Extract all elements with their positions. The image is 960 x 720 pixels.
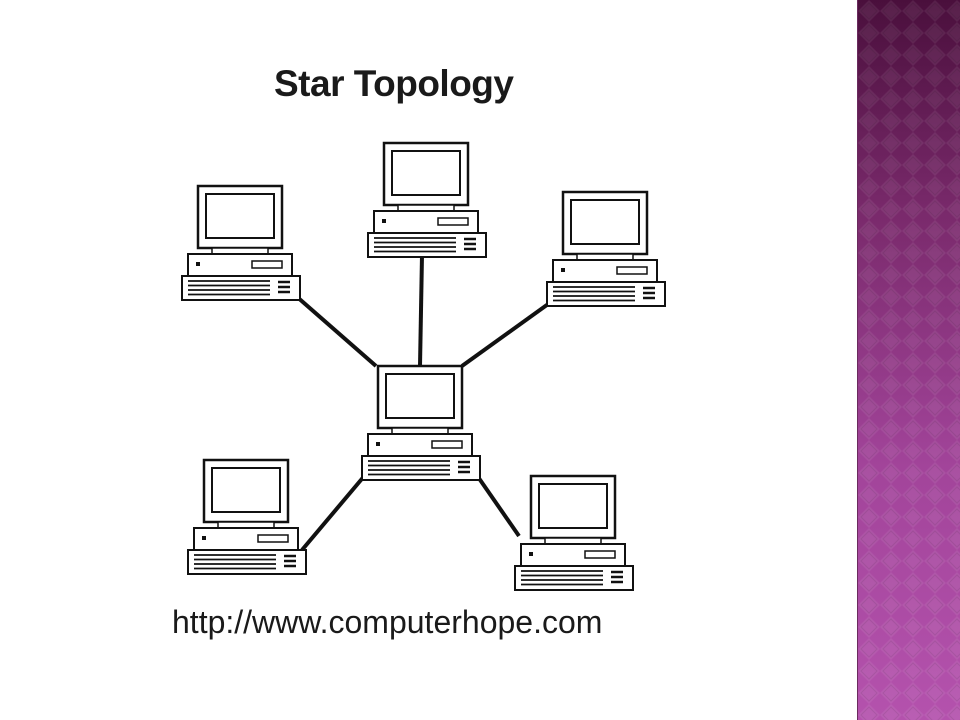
power-light <box>382 219 386 223</box>
drive-bay <box>257 534 289 543</box>
decorative-side-panel <box>857 0 960 720</box>
computer-bottom-right <box>514 474 634 591</box>
link-computer-bottom-right <box>474 472 521 538</box>
computer-top-right <box>546 190 666 307</box>
drive-bay <box>616 266 648 275</box>
monitor-screen <box>570 199 640 245</box>
keyboard <box>181 275 301 301</box>
hub-computer <box>361 364 481 481</box>
computer-top-center <box>367 141 487 258</box>
monitor-screen <box>211 467 281 513</box>
monitor-screen <box>205 193 275 239</box>
link-computer-bottom-left <box>300 472 368 552</box>
diamond-pattern <box>858 0 960 720</box>
power-light <box>561 268 565 272</box>
monitor-screen <box>385 373 455 419</box>
drive-bay <box>584 550 616 559</box>
source-url-caption: http://www.computerhope.com <box>172 604 603 640</box>
power-light <box>196 262 200 266</box>
drive-bay <box>431 440 463 449</box>
power-light <box>529 552 533 556</box>
computer-top-left <box>181 184 301 301</box>
computer-bottom-left <box>187 458 307 575</box>
drive-bay <box>251 260 283 269</box>
monitor-screen <box>391 150 461 196</box>
link-computer-top-right <box>460 300 553 368</box>
link-computer-top-left <box>294 294 378 368</box>
power-light <box>202 536 206 540</box>
computer-nodes <box>181 141 666 591</box>
drive-bay <box>437 217 469 226</box>
connection-lines <box>294 254 553 552</box>
link-computer-top-center <box>418 254 424 367</box>
monitor-screen <box>538 483 608 529</box>
slide-title: Star Topology <box>274 63 514 104</box>
power-light <box>376 442 380 446</box>
